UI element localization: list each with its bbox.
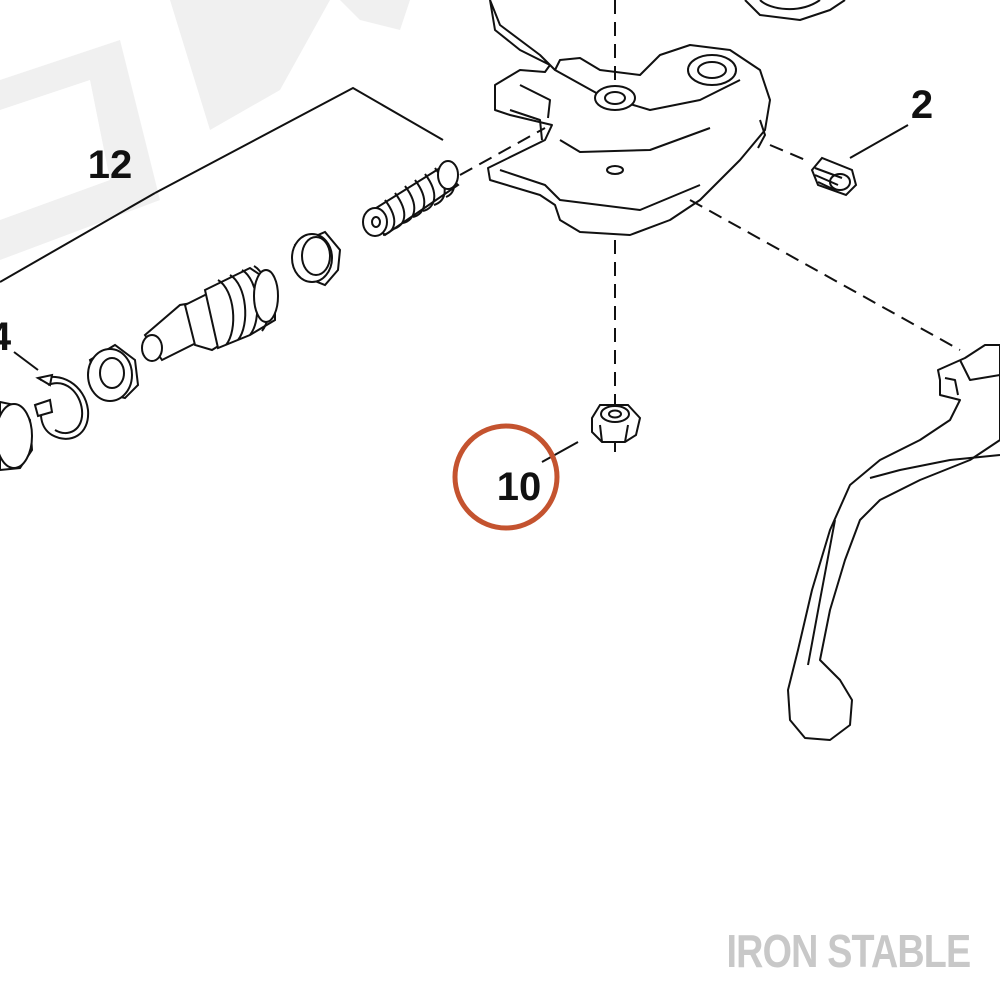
brand-watermark: IRON STABLE: [726, 925, 971, 977]
callout-10: 10: [497, 465, 542, 509]
boot-partial: [0, 400, 34, 472]
piston-cup-seal: [291, 230, 342, 287]
spring: [362, 160, 460, 237]
flange-nut: [591, 404, 642, 443]
circlip: [33, 373, 90, 440]
washer: [87, 343, 140, 402]
highlight-circle: [452, 423, 560, 531]
master-cylinder-housing: [487, 0, 846, 236]
background-logo: [0, 0, 410, 260]
callout-12: 12: [88, 143, 133, 187]
piston: [141, 265, 279, 362]
leader-lines: [0, 86, 909, 463]
set-screw: [810, 156, 858, 197]
callout-2: 2: [911, 83, 933, 127]
callout-4: 4: [0, 315, 12, 359]
brake-lever: [787, 344, 1000, 741]
